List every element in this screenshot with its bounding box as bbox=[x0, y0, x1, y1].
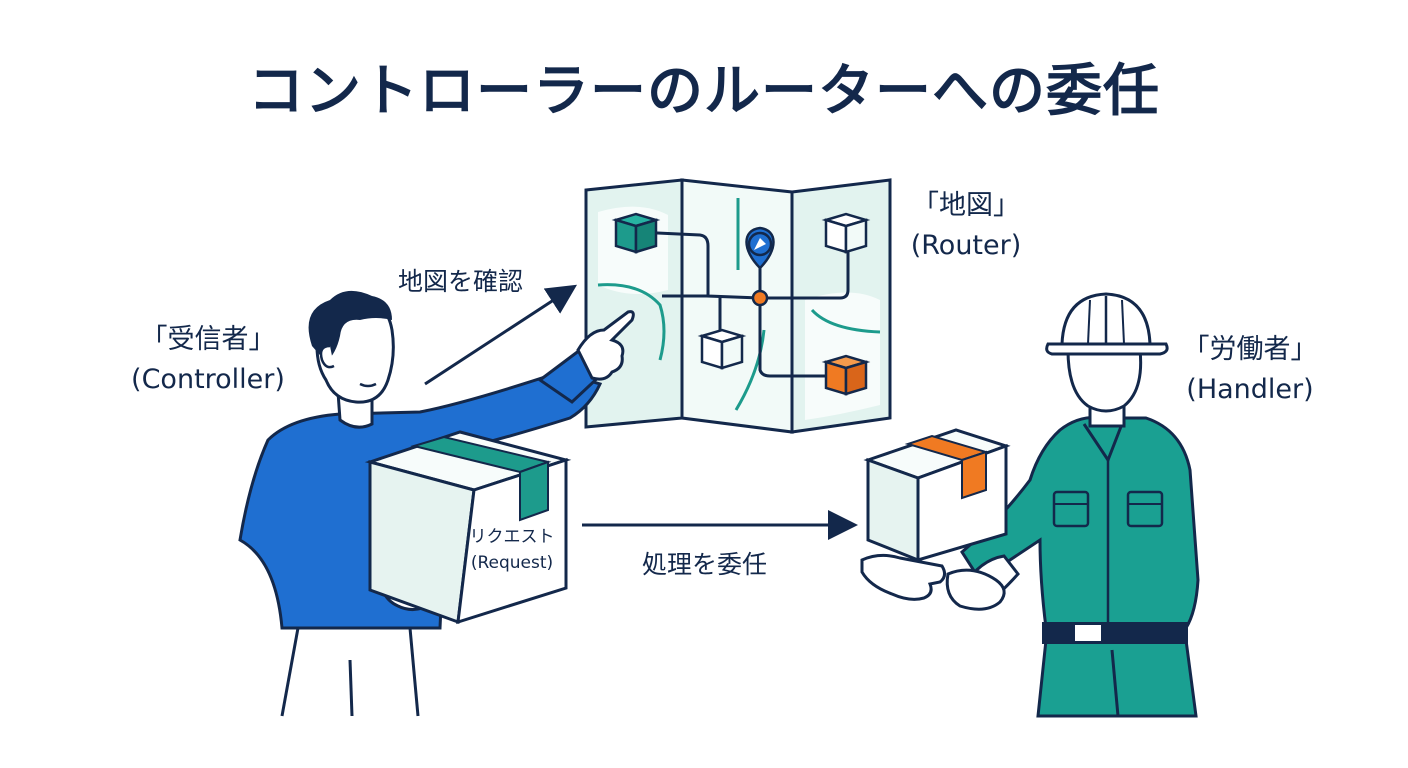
handler-pocket bbox=[1126, 490, 1164, 528]
handler-person bbox=[945, 292, 1200, 718]
router-role-name: 「地図」 bbox=[912, 190, 1020, 221]
handler-role-name: 「労働者」 bbox=[1182, 334, 1318, 365]
handler-pocket bbox=[1052, 490, 1090, 528]
check-map-label: 地図を確認 bbox=[398, 267, 524, 296]
map-package-icon bbox=[821, 212, 871, 254]
router-label: 「地図」 (Router) bbox=[898, 186, 1034, 266]
controller-pointing-hand bbox=[576, 310, 635, 381]
request-box-label-line2: (Request) bbox=[470, 553, 554, 573]
router-role-sub: (Router) bbox=[910, 230, 1022, 261]
handler-role-sub: (Handler) bbox=[1186, 374, 1314, 405]
map-package-icon bbox=[821, 354, 871, 396]
map-junction bbox=[751, 289, 769, 307]
diagram-title: コントローラーのルーターへの委任 bbox=[248, 59, 1160, 124]
map-route bbox=[758, 298, 826, 378]
handler-label: 「労働者」 (Handler) bbox=[1170, 330, 1330, 410]
handler-belt bbox=[1042, 622, 1188, 644]
delegate-label: 処理を委任 bbox=[642, 550, 768, 579]
controller-hair bbox=[308, 290, 392, 362]
map-river bbox=[597, 283, 666, 361]
handler-face bbox=[1066, 348, 1143, 413]
controller-label: 「受信者」 (Controller) bbox=[120, 320, 296, 400]
map-package-icon bbox=[697, 328, 747, 370]
map-package-icon bbox=[611, 212, 661, 254]
handed-box bbox=[863, 428, 1011, 563]
map-river bbox=[810, 308, 881, 334]
map-pin-icon bbox=[745, 226, 775, 270]
map-route bbox=[760, 242, 850, 300]
handler-belt-buckle bbox=[1073, 623, 1103, 643]
map-river bbox=[734, 329, 766, 411]
request-box-label-line1: リクエスト bbox=[469, 527, 555, 547]
open-hand bbox=[860, 553, 947, 601]
controller-role-name: 「受信者」 bbox=[140, 324, 276, 355]
check-map-arrow bbox=[424, 284, 578, 386]
controller-role-sub: (Controller) bbox=[131, 364, 285, 395]
map-route bbox=[635, 230, 761, 300]
request-box bbox=[364, 430, 572, 625]
request-box-label: リクエスト (Request) bbox=[460, 524, 564, 576]
hard-hat-icon bbox=[1045, 292, 1169, 356]
router-map bbox=[584, 178, 892, 434]
